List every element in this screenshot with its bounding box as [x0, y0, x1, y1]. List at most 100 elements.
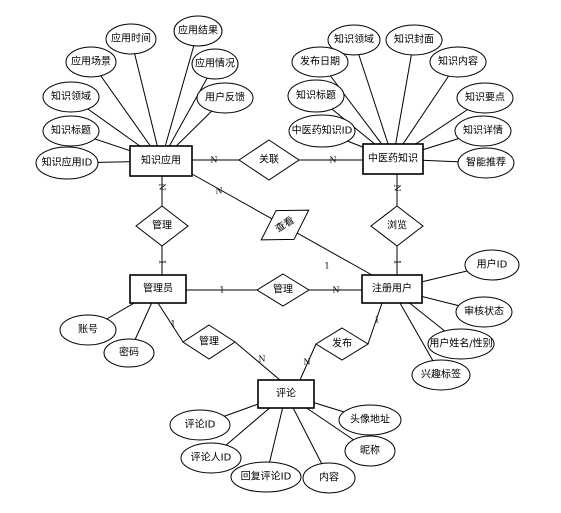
entity-user: 注册用户	[361, 274, 423, 304]
attribute-label: 发布日期	[300, 55, 340, 68]
attribute-ellipse	[338, 404, 402, 436]
relation-associate: 关联	[238, 139, 300, 181]
attribute-label: 应用时间	[111, 32, 151, 45]
attribute-label: 头像地址	[350, 413, 390, 426]
attribute-label: 回复评论ID	[241, 470, 292, 483]
relation-label: 浏览	[387, 219, 407, 232]
relation-diamond	[182, 324, 236, 360]
attribute-ellipses: 应用时间应用结果应用场景应用情况知识领域用户反馈知识标题知识应用ID知识领域知识…	[35, 15, 520, 494]
entity-label: 评论	[276, 387, 296, 400]
entity-knowledge_app: 知识应用	[129, 145, 193, 177]
attribute-ellipse	[42, 115, 100, 147]
attribute-ellipse	[456, 82, 514, 114]
cardinality-label: N	[158, 184, 167, 191]
entity-label: 管理员	[143, 282, 173, 295]
attribute-label: 兴趣标签	[421, 368, 461, 381]
attribute-link	[160, 63, 216, 162]
attribute-label: 中医药知识ID	[292, 124, 353, 137]
relation-label: 发布	[332, 337, 352, 350]
attributes-knowledge_app: 应用时间应用结果应用场景应用情况知识领域用户反馈知识标题知识应用ID	[35, 15, 254, 180]
attribute-ellipse	[230, 461, 302, 493]
attribute-ellipse	[411, 359, 471, 391]
entity-label: 知识应用	[141, 154, 181, 167]
entity-box	[362, 143, 424, 175]
attribute-label: 智能推荐	[466, 156, 506, 169]
cardinality-label: 1	[170, 320, 175, 329]
connector-line	[299, 343, 317, 381]
attribute-ellipse	[385, 24, 443, 56]
attribute-label: 用户姓名/性别	[429, 337, 492, 350]
attribute-ellipse	[427, 328, 495, 360]
attribute-ellipse	[180, 442, 242, 474]
attribute-label: 应用结果	[178, 24, 218, 37]
attribute-link	[392, 61, 459, 160]
attribute-ellipse	[169, 409, 231, 441]
attribute-label: 账号	[78, 324, 98, 336]
relation-diamond	[315, 327, 369, 361]
attribute-ellipse	[344, 435, 396, 467]
attribute-ellipse	[59, 314, 117, 346]
attribute-link	[90, 61, 162, 162]
relation-diamond	[256, 273, 310, 307]
connector-line	[367, 302, 383, 345]
entity-box	[361, 274, 423, 304]
relation-view: 查看	[260, 209, 310, 241]
relation-publish: 发布	[315, 327, 369, 361]
attribute-ellipse	[191, 48, 239, 80]
attribute-ellipse	[327, 24, 381, 56]
cardinality-label: N	[259, 355, 266, 364]
attribute-ellipse	[42, 81, 100, 113]
entity-comment: 评论	[257, 379, 315, 409]
attribute-label: 用户反馈	[205, 91, 245, 104]
relation-manage_knowledge: 管理	[135, 205, 189, 247]
cardinality-label: 1	[374, 316, 379, 325]
attribute-ellipse	[103, 338, 155, 368]
cardinality-label: 1	[219, 286, 224, 295]
attribute-ellipse	[455, 296, 513, 328]
relation-diamond	[260, 209, 310, 241]
cardinality-label: 1	[324, 262, 329, 271]
attribute-label: 评论ID	[185, 418, 216, 431]
attribute-ellipse	[196, 82, 254, 114]
relation-diamond	[370, 205, 424, 247]
relation-manage_comment: 管理	[182, 324, 236, 360]
entity-label: 注册用户	[372, 282, 412, 295]
attribute-label: 知识标题	[296, 89, 336, 102]
attribute-ellipse	[35, 146, 99, 180]
attribute-label: 评论人ID	[191, 451, 232, 464]
attribute-link	[319, 61, 394, 160]
attribute-label: 用户ID	[477, 258, 508, 271]
attribute-label: 知识封面	[394, 33, 434, 46]
attribute-label: 知识标题	[51, 124, 91, 137]
cardinality-label: N	[333, 286, 340, 295]
entity-box	[129, 145, 193, 177]
attribute-ellipse	[464, 249, 520, 281]
attribute-ellipse	[429, 46, 487, 78]
entity-box	[257, 379, 315, 409]
relation-label: 管理	[273, 283, 293, 296]
entity-label: 中医药知识	[368, 152, 418, 165]
attribute-label: 知识领域	[51, 90, 91, 103]
attribute-ellipse	[454, 115, 512, 147]
attribute-label: 密码	[119, 346, 139, 359]
relation-label: 关联	[259, 153, 279, 166]
attribute-label: 知识内容	[438, 55, 478, 68]
cardinality-label: N	[393, 185, 402, 192]
attribute-link	[353, 39, 394, 160]
attribute-ellipse	[65, 46, 117, 78]
attribute-ellipse	[291, 46, 349, 78]
relation-label: 管理	[152, 219, 172, 232]
connector-line	[157, 302, 184, 343]
attribute-ellipse	[287, 79, 345, 113]
entity-box	[129, 274, 187, 304]
attribute-label: 审核状态	[464, 305, 504, 318]
relation-browse: 浏览	[370, 205, 424, 247]
attribute-label: 知识要点	[465, 91, 505, 104]
entity-tcm_knowledge: 中医药知识	[362, 143, 424, 175]
